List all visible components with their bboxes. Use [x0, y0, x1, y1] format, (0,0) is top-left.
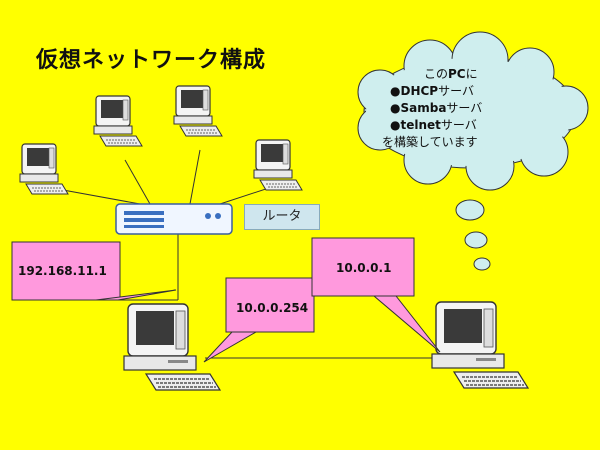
client-pc-1-icon [19, 143, 69, 195]
callout-router-ip-tail [95, 289, 177, 301]
cloud-text: このPCに ●DHCPサーバ ●Sambaサーバ ●telnetサーバ を構築し… [372, 66, 522, 151]
ip-label-gateway: 10.0.0.254 [236, 301, 309, 315]
client-pc-2-icon [93, 95, 143, 147]
cloud-line-5: を構築しています [382, 135, 478, 149]
callout-server-ip-tail [372, 295, 441, 353]
cloud-line-telnet: ●telnetサーバ [390, 118, 477, 132]
thought-bubble-1 [455, 199, 485, 221]
main-pc-icon [123, 303, 221, 391]
callout-server-ip [311, 237, 415, 297]
callout-gateway-ip [225, 277, 315, 333]
callout-gateway-ip-tail [203, 331, 258, 363]
ip-label-server: 10.0.0.1 [336, 261, 392, 275]
cloud-line-samba: ●Sambaサーバ [390, 101, 483, 115]
callout-router-ip [11, 241, 178, 301]
cloud-line-1: このPCに [424, 67, 478, 81]
ip-label-router: 192.168.11.1 [18, 264, 107, 278]
server-pc-icon [431, 301, 529, 389]
thought-bubble-3 [473, 257, 491, 271]
client-pc-4-icon [253, 139, 303, 191]
client-pc-3-icon [173, 85, 223, 137]
diagram-title: 仮想ネットワーク構成 [36, 48, 267, 73]
thought-bubble-2 [464, 231, 488, 249]
router-label: ルータ [244, 204, 320, 230]
cloud-line-dhcp: ●DHCPサーバ [390, 84, 474, 98]
router-icon [115, 203, 233, 235]
